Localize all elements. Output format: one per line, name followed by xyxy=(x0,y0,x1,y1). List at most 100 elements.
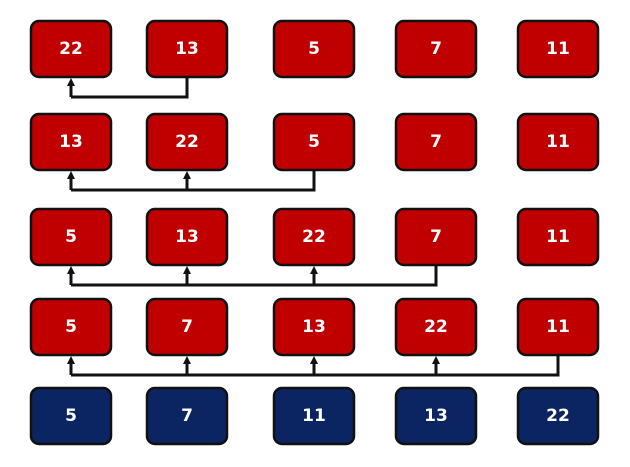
number-box: 5 xyxy=(29,386,113,446)
number-box: 5 xyxy=(272,19,356,79)
number-box-shape xyxy=(145,386,229,446)
number-box: 13 xyxy=(394,386,478,446)
number-label: 22 xyxy=(302,227,326,247)
insertion-connector-2 xyxy=(67,265,438,287)
number-label: 13 xyxy=(175,227,199,247)
number-box: 7 xyxy=(394,19,478,79)
number-box: 13 xyxy=(272,297,356,357)
arrow-up-icon xyxy=(67,78,75,86)
number-box-shape xyxy=(516,112,600,172)
number-label: 22 xyxy=(59,39,83,59)
number-box-shape xyxy=(29,112,113,172)
number-box: 13 xyxy=(145,19,229,79)
arrow-up-icon xyxy=(67,171,75,179)
number-box-shape xyxy=(516,207,600,267)
row-4: 5 7 11 13 22 xyxy=(29,386,600,446)
number-label: 13 xyxy=(302,317,326,337)
number-box-shape xyxy=(272,207,356,267)
number-label: 13 xyxy=(59,132,83,152)
number-label: 11 xyxy=(546,39,570,59)
number-box-shape xyxy=(272,297,356,357)
number-box: 13 xyxy=(145,207,229,267)
number-box-shape xyxy=(145,297,229,357)
number-box-shape xyxy=(394,207,478,267)
number-box: 7 xyxy=(145,297,229,357)
connector-line xyxy=(71,265,438,287)
number-box-shape xyxy=(145,112,229,172)
number-box: 22 xyxy=(394,297,478,357)
number-box: 11 xyxy=(272,386,356,446)
connector-layer xyxy=(67,77,560,377)
row-0: 22 13 5 7 11 xyxy=(29,19,600,79)
number-label: 5 xyxy=(308,39,320,59)
row-3: 5 7 13 22 11 xyxy=(29,297,600,357)
number-box-shape xyxy=(145,19,229,79)
number-box-shape xyxy=(145,207,229,267)
row-2: 5 13 22 7 11 xyxy=(29,207,600,267)
number-label: 7 xyxy=(181,406,193,426)
number-box: 22 xyxy=(516,386,600,446)
number-label: 11 xyxy=(546,132,570,152)
number-box: 13 xyxy=(29,112,113,172)
number-box: 11 xyxy=(516,19,600,79)
row-1: 13 22 5 7 11 xyxy=(29,112,600,172)
number-label: 5 xyxy=(65,227,77,247)
arrow-up-icon xyxy=(67,266,75,274)
number-label: 7 xyxy=(430,227,442,247)
arrow-up-icon xyxy=(310,266,318,274)
number-label: 22 xyxy=(546,406,570,426)
number-box: 7 xyxy=(145,386,229,446)
number-box-shape xyxy=(394,112,478,172)
number-label: 5 xyxy=(65,317,77,337)
number-label: 7 xyxy=(181,317,193,337)
number-label: 22 xyxy=(424,317,448,337)
number-label: 5 xyxy=(65,406,77,426)
number-label: 13 xyxy=(175,39,199,59)
number-box: 5 xyxy=(29,207,113,267)
number-label: 7 xyxy=(430,132,442,152)
connector-line xyxy=(71,170,316,192)
number-box: 7 xyxy=(394,207,478,267)
number-box: 22 xyxy=(29,19,113,79)
arrow-up-icon xyxy=(183,266,191,274)
insertion-connector-1 xyxy=(67,170,316,192)
insertion-connector-0 xyxy=(67,77,189,99)
number-label: 13 xyxy=(424,406,448,426)
number-box: 22 xyxy=(145,112,229,172)
number-box-shape xyxy=(272,386,356,446)
number-box-shape xyxy=(394,19,478,79)
number-label: 22 xyxy=(175,132,199,152)
number-box: 11 xyxy=(516,297,600,357)
arrow-up-icon xyxy=(432,356,440,364)
number-label: 11 xyxy=(302,406,326,426)
number-box-shape xyxy=(29,386,113,446)
node-layer: 22 13 5 7 11 13 22 5 7 11 5 13 22 7 11 5 7 13 22 11 5 7 11 13 22 xyxy=(29,19,600,446)
number-box-shape xyxy=(516,297,600,357)
number-box: 22 xyxy=(272,207,356,267)
number-box-shape xyxy=(394,297,478,357)
number-box: 7 xyxy=(394,112,478,172)
number-box: 5 xyxy=(29,297,113,357)
number-box: 11 xyxy=(516,207,600,267)
number-box: 5 xyxy=(272,112,356,172)
number-box-shape xyxy=(29,19,113,79)
arrow-up-icon xyxy=(67,356,75,364)
number-box-shape xyxy=(272,112,356,172)
number-box: 11 xyxy=(516,112,600,172)
number-label: 11 xyxy=(546,227,570,247)
arrow-up-icon xyxy=(183,171,191,179)
insertion-connector-3 xyxy=(67,355,560,377)
number-box-shape xyxy=(516,386,600,446)
number-label: 11 xyxy=(546,317,570,337)
arrow-up-icon xyxy=(310,356,318,364)
number-box-shape xyxy=(272,19,356,79)
number-box-shape xyxy=(394,386,478,446)
arrow-up-icon xyxy=(183,356,191,364)
number-label: 7 xyxy=(430,39,442,59)
number-box-shape xyxy=(516,19,600,79)
connector-line xyxy=(71,355,560,377)
number-label: 5 xyxy=(308,132,320,152)
connector-line xyxy=(71,77,189,99)
number-box-shape xyxy=(29,297,113,357)
